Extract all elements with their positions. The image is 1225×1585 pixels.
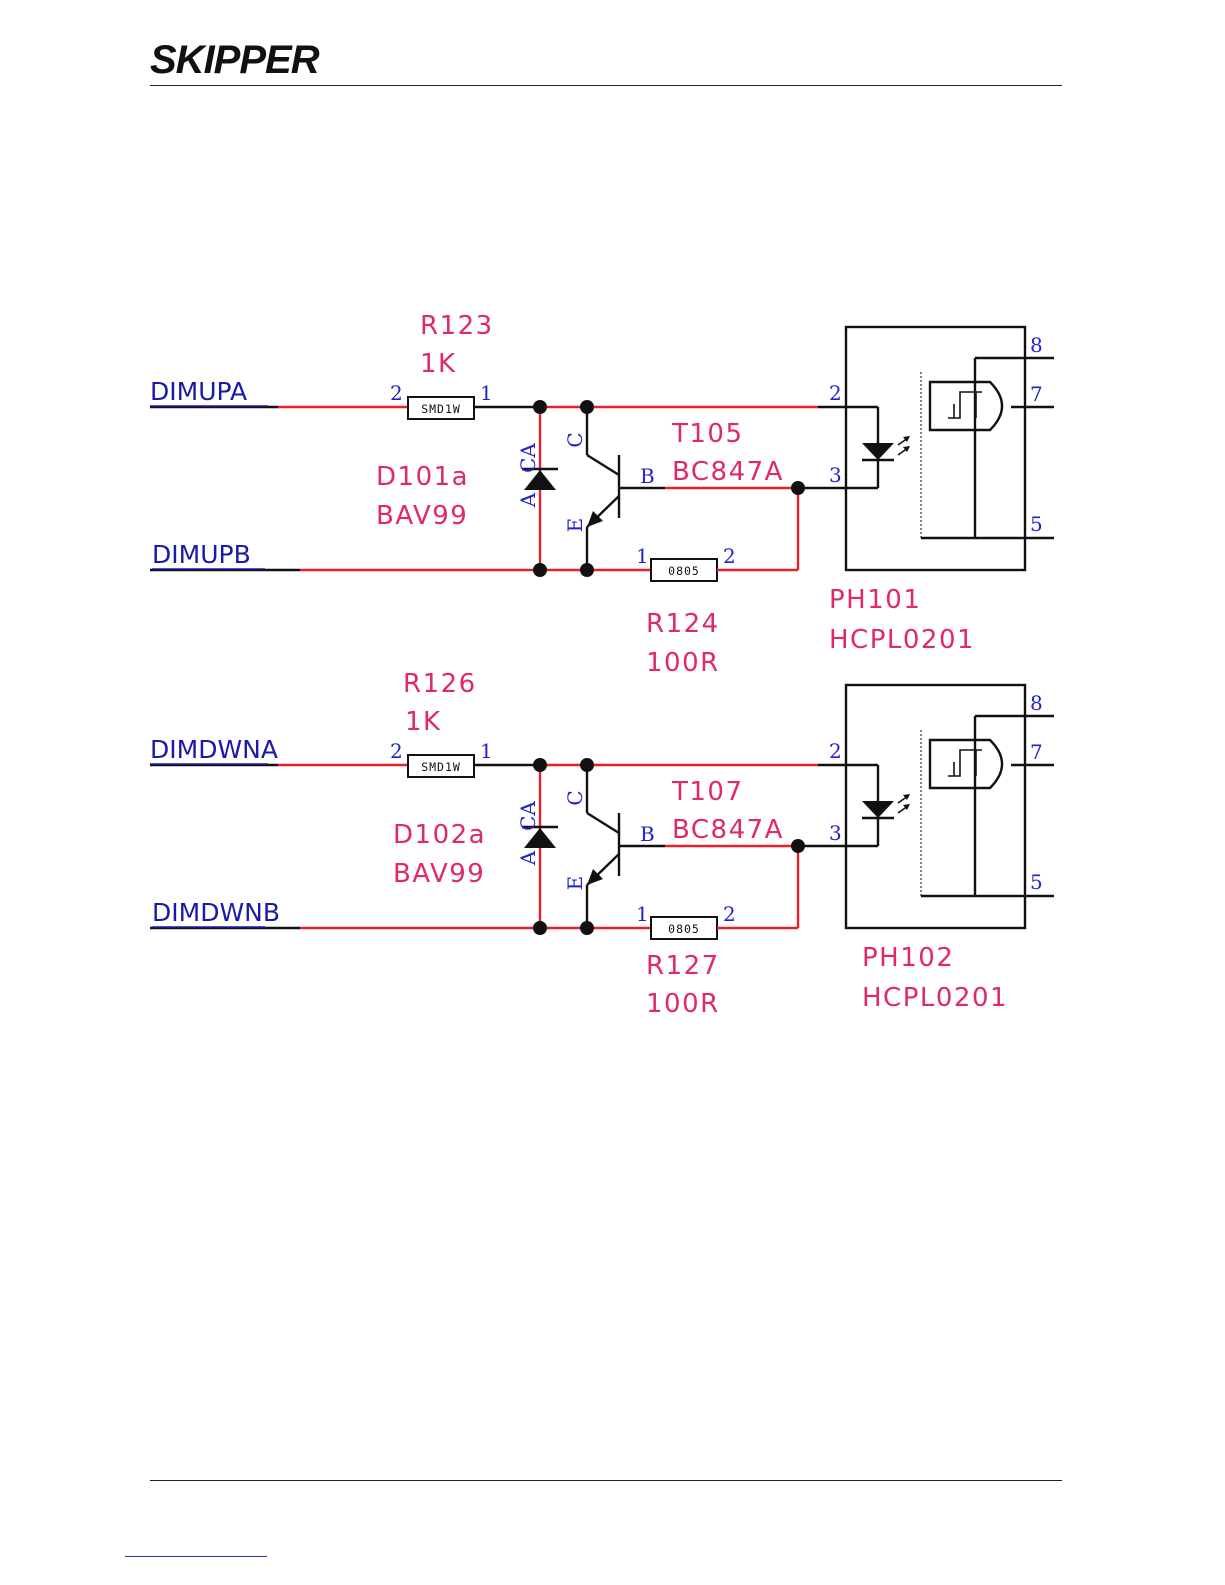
transistor-value: BC847A <box>672 457 784 487</box>
transistor-ref: T105 <box>671 419 744 449</box>
junction-dot <box>580 758 594 772</box>
opto-pin-label: 8 <box>1030 691 1043 715</box>
input-resistor-pin-right: 1 <box>480 739 493 763</box>
junction-dot <box>533 921 547 935</box>
transistor-pin-c: C <box>563 432 587 447</box>
diode-ref: D102a <box>393 820 486 850</box>
opto-pin-label: 2 <box>829 381 842 405</box>
base-resistor-pin-right: 2 <box>723 902 736 926</box>
base-resistor-value: 100R <box>646 648 720 678</box>
base-resistor-pin-left: 1 <box>636 544 649 568</box>
opto-led-symbol <box>862 801 894 818</box>
opto-gate <box>930 740 1002 788</box>
junction-dot <box>533 563 547 577</box>
optocoupler-ref: PH102 <box>862 943 954 973</box>
net-label-input-b: DIMDWNB <box>152 898 280 927</box>
transistor-pin-c: C <box>563 790 587 805</box>
base-resistor-package: 0805 <box>668 564 700 578</box>
opto-pin-label: 2 <box>829 739 842 763</box>
optocoupler-ref: PH101 <box>829 585 921 615</box>
diode-pin-a: A <box>516 492 540 508</box>
opto-pin-label: 7 <box>1030 382 1043 406</box>
transistor-collector-diag <box>587 813 619 833</box>
net-label-input-b: DIMUPB <box>152 540 251 569</box>
optocoupler-value: HCPL0201 <box>829 625 975 655</box>
transistor-pin-b: B <box>640 822 655 846</box>
input-resistor-pin-left: 2 <box>390 381 403 405</box>
transistor-pin-e: E <box>563 518 587 533</box>
diode-ref: D101a <box>376 462 469 492</box>
base-resistor-pin-left: 1 <box>636 902 649 926</box>
transistor-ref: T107 <box>671 777 744 807</box>
net-label-input-a: DIMDWNA <box>150 735 278 764</box>
opto-pin-label: 7 <box>1030 740 1043 764</box>
diode-value: BAV99 <box>376 501 468 531</box>
input-resistor-ref: R123 <box>420 311 494 341</box>
input-resistor-pin-right: 1 <box>480 381 493 405</box>
input-resistor-pin-left: 2 <box>390 739 403 763</box>
input-resistor-package: SMD1W <box>421 760 461 774</box>
input-resistor-value: 1K <box>405 707 442 737</box>
opto-schmitt-symbol <box>948 392 982 418</box>
diode-value: BAV99 <box>393 859 485 889</box>
base-resistor-package: 0805 <box>668 922 700 936</box>
junction-dot <box>580 921 594 935</box>
net-label-input-a: DIMUPA <box>150 377 247 406</box>
base-resistor-value: 100R <box>646 989 720 1019</box>
diode-pin-ca: CA <box>516 443 540 473</box>
transistor-collector-diag <box>587 455 619 475</box>
input-resistor-value: 1K <box>420 349 457 379</box>
junction-dot <box>580 400 594 414</box>
base-resistor-ref: R124 <box>646 609 720 639</box>
opto-led-symbol <box>862 443 894 460</box>
junction-dot <box>580 563 594 577</box>
transistor-value: BC847A <box>672 815 784 845</box>
opto-gate <box>930 382 1002 430</box>
opto-pin-label: 8 <box>1030 333 1043 357</box>
junction-dot <box>533 400 547 414</box>
diode-pin-a: A <box>516 850 540 866</box>
opto-pin-label: 3 <box>829 463 842 487</box>
diode-pin-ca: CA <box>516 801 540 831</box>
base-resistor-pin-right: 2 <box>723 544 736 568</box>
transistor-pin-b: B <box>640 464 655 488</box>
junction-dot <box>791 839 805 853</box>
junction-dot <box>791 481 805 495</box>
opto-pin-label: 5 <box>1030 512 1043 536</box>
opto-pin-label: 5 <box>1030 870 1043 894</box>
base-resistor-ref: R127 <box>646 951 720 981</box>
optocoupler-value: HCPL0201 <box>862 983 1008 1013</box>
opto-pin-label: 3 <box>829 821 842 845</box>
junction-dot <box>533 758 547 772</box>
transistor-pin-e: E <box>563 876 587 891</box>
opto-schmitt-symbol <box>948 750 982 776</box>
input-resistor-package: SMD1W <box>421 402 461 416</box>
input-resistor-ref: R126 <box>403 669 477 699</box>
